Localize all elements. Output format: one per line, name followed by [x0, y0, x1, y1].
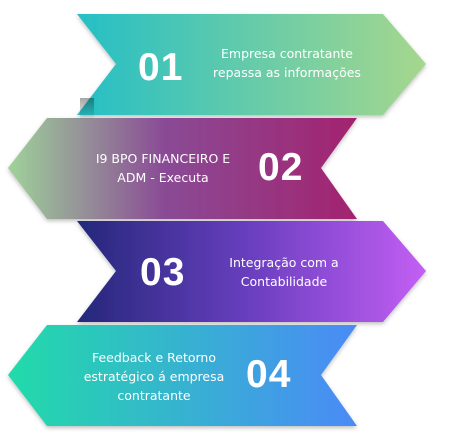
step-3-text-line-2: Contabilidade	[240, 274, 328, 289]
step-4-text-line-2: estratégico á empresa	[83, 369, 225, 384]
step-3-number: 03	[140, 251, 186, 294]
step-2-number: 02	[258, 146, 304, 189]
step-1-number: 01	[138, 46, 184, 89]
step-2-text-line-2: ADM - Executa	[117, 170, 209, 185]
step-4-arrow	[8, 325, 357, 426]
step-1-arrow	[77, 14, 426, 115]
step-1-text: Empresa contratante repassa as informaçõ…	[212, 44, 362, 82]
step-3-text-line-1: Integração com a	[229, 255, 339, 270]
step-4-text: Feedback e Retorno estratégico á empresa…	[72, 348, 236, 405]
step-3-text: Integração com a Contabilidade	[214, 253, 354, 291]
step-1-text-line-1: Empresa contratante	[221, 46, 353, 61]
step-2-text-line-1: I9 BPO FINANCEIRO E	[95, 151, 231, 166]
step-2-text: I9 BPO FINANCEIRO E ADM - Executa	[82, 149, 244, 187]
step-4-number: 04	[246, 353, 292, 396]
step-3-arrow	[77, 221, 426, 322]
step-2-fold-shade	[80, 98, 94, 120]
step-2-arrow	[8, 118, 357, 219]
step-4-text-line-3: contratante	[117, 388, 191, 403]
step-4-text-line-1: Feedback e Retorno	[91, 350, 217, 365]
step-1-text-line-2: repassa as informações	[213, 65, 361, 80]
